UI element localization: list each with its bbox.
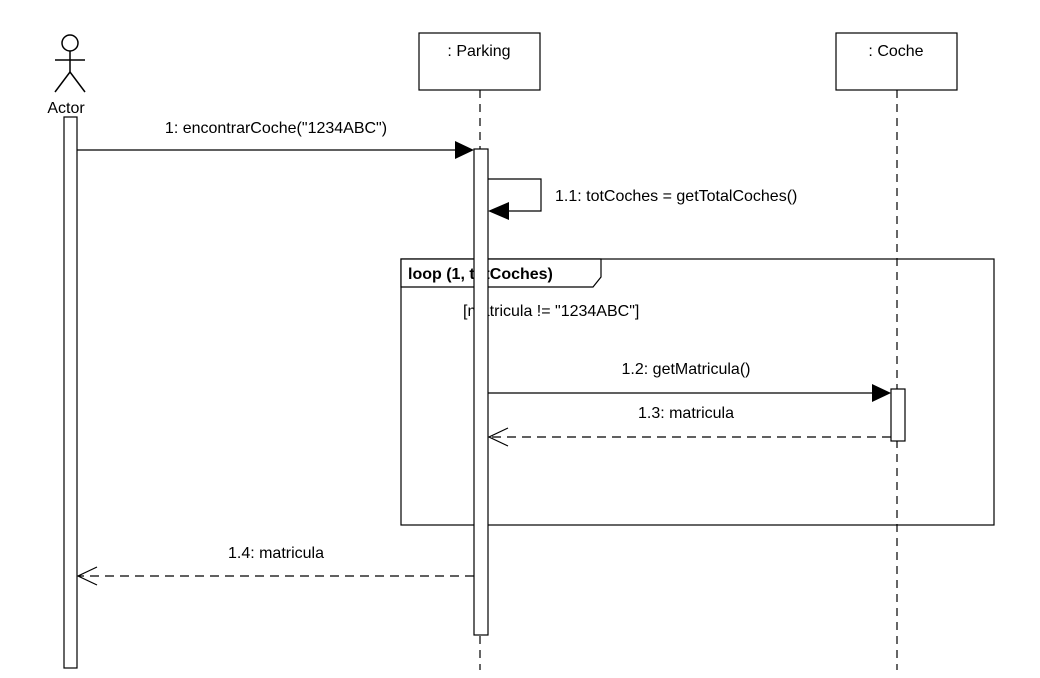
- coche-lifeline-head: [835, 32, 958, 91]
- message-1-4-arrowhead: [76, 566, 98, 586]
- actor-activation: [63, 116, 78, 669]
- message-1-3-label: 1.3: matricula: [638, 405, 734, 422]
- actor-right-leg: [69, 71, 86, 93]
- message-1-3-arrowhead: [487, 427, 509, 447]
- loop-fragment-tab: [400, 258, 602, 288]
- loop-guard: [matricula != "1234ABC"]: [463, 303, 639, 320]
- message-1-2-arrowhead: [872, 384, 891, 402]
- parking-activation: [473, 148, 489, 636]
- actor-label: Actor: [47, 100, 85, 117]
- message-1-label: 1: encontrarCoche("1234ABC"): [165, 120, 387, 137]
- message-1-1-arrow: [488, 178, 542, 212]
- parking-lifeline-head: [418, 32, 541, 91]
- actor-head: [61, 34, 79, 52]
- message-1-2-label: 1.2: getMatricula(): [622, 361, 751, 378]
- message-1-1-arrowhead: [488, 202, 509, 220]
- loop-fragment: [400, 258, 995, 526]
- actor-left-leg: [54, 71, 71, 93]
- message-1-1-label: 1.1: totCoches = getTotalCoches(): [555, 188, 797, 205]
- message-1-4-label: 1.4: matricula: [228, 545, 324, 562]
- message-1-arrowhead: [455, 141, 474, 159]
- coche-lifeline-label: : Coche: [868, 43, 923, 60]
- parking-lifeline-label: : Parking: [447, 43, 510, 60]
- coche-activation: [890, 388, 906, 442]
- actor-figure: [54, 34, 86, 93]
